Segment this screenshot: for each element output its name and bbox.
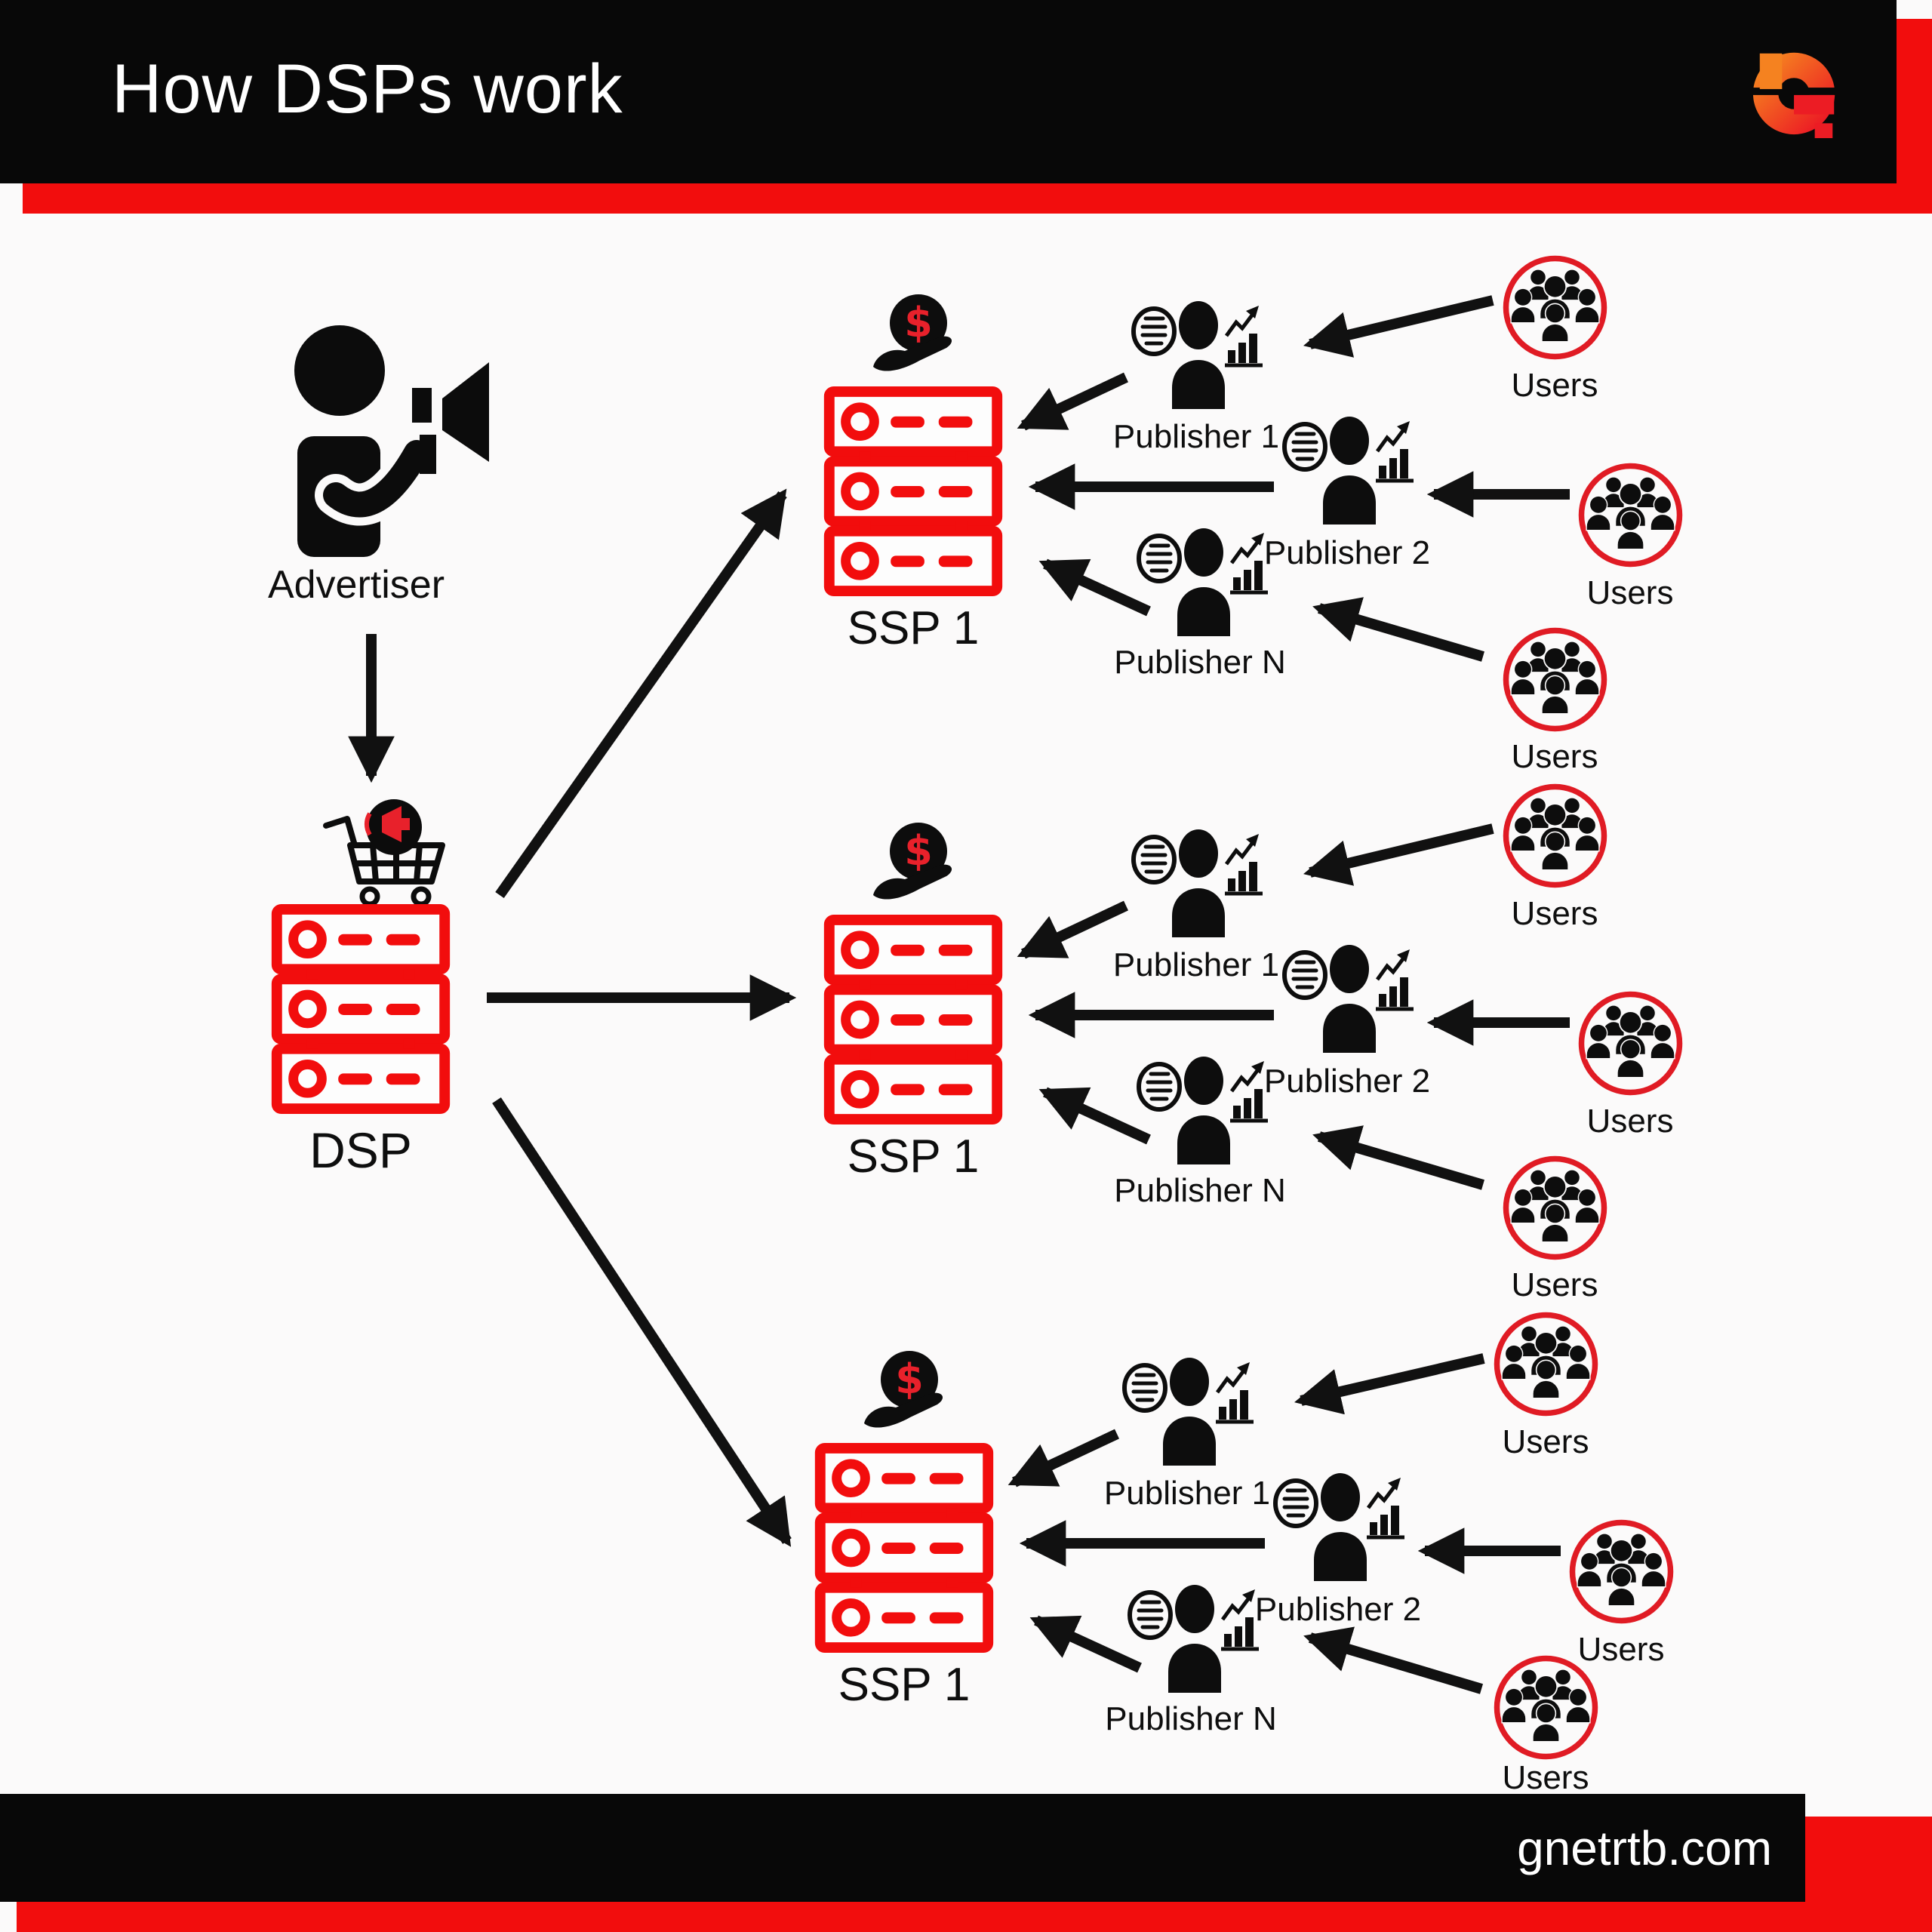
ssp-label: SSP 1 — [838, 1659, 971, 1711]
users-label: Users — [1511, 1266, 1598, 1303]
publisher-label: Publisher N — [1114, 644, 1286, 681]
money-hand-icon: $ — [873, 294, 952, 371]
arrow-dsp-to-ssp1 — [495, 488, 787, 899]
ssp-exchange-group: $ SSP 1 Publisher 1 Publisher 2 Publishe… — [800, 821, 1706, 1334]
money-hand-icon: $ — [864, 1351, 943, 1428]
users-label: Users — [1511, 738, 1598, 775]
publisher-icon — [1281, 411, 1414, 532]
users-label: Users — [1586, 1103, 1674, 1140]
dollar-sign: $ — [904, 827, 933, 875]
header-bar — [0, 0, 1897, 183]
users-label: Users — [1511, 367, 1598, 404]
dollar-sign: $ — [895, 1355, 924, 1403]
publisher-icon — [1281, 940, 1414, 1060]
publisher-icon — [1121, 1352, 1254, 1473]
publisher-icon — [1127, 1580, 1259, 1700]
users-icon — [1576, 989, 1685, 1098]
publisher-icon — [1136, 1051, 1268, 1172]
publisher-icon — [1131, 296, 1263, 417]
publisher-icon — [1131, 824, 1263, 945]
users-icon — [1500, 1153, 1610, 1263]
advertiser-label: Advertiser — [267, 563, 445, 607]
footer-domain: gnetrtb.com — [1517, 1821, 1772, 1875]
publisher-label: Publisher 2 — [1263, 1063, 1431, 1100]
publisher-label: Publisher 2 — [1263, 534, 1431, 571]
ssp-exchange-group: $ SSP 1 Publisher 1 Publisher 2 Publishe… — [800, 293, 1706, 806]
cart-megaphone-icon — [315, 797, 455, 910]
publisher-label: Publisher 2 — [1254, 1591, 1422, 1628]
ssp-server-icon — [814, 1443, 995, 1653]
dollar-sign: $ — [904, 299, 933, 346]
publisher-icon — [1136, 523, 1268, 644]
publisher-label: Publisher 1 — [1112, 946, 1280, 983]
dsp-label: DSP — [309, 1122, 412, 1178]
users-label: Users — [1586, 574, 1674, 611]
publisher-label: Publisher 1 — [1112, 418, 1280, 455]
header-red-stripe — [23, 183, 1932, 214]
users-icon — [1491, 1309, 1601, 1419]
advertiser-icon — [264, 315, 491, 565]
users-label: Users — [1511, 895, 1598, 932]
users-label: Users — [1577, 1631, 1665, 1668]
ssp-exchange-group: $ SSP 1 Publisher 1 Publisher 2 Publishe… — [791, 1349, 1697, 1863]
ssp-server-icon — [823, 915, 1004, 1124]
ssp-label: SSP 1 — [847, 602, 980, 654]
publisher-label: Publisher 1 — [1103, 1475, 1271, 1512]
ssp-server-icon — [823, 386, 1004, 596]
header-red-band — [1897, 19, 1932, 214]
money-hand-icon: $ — [873, 823, 952, 900]
users-label: Users — [1502, 1759, 1589, 1796]
users-label: Users — [1502, 1423, 1589, 1460]
publisher-icon — [1272, 1468, 1404, 1589]
footer-bar — [0, 1794, 1805, 1902]
ssp-label: SSP 1 — [847, 1131, 980, 1183]
users-icon — [1500, 253, 1610, 362]
users-icon — [1500, 781, 1610, 891]
users-icon — [1491, 1653, 1601, 1762]
footer-red-stripe — [17, 1902, 1932, 1932]
brand-logo-icon — [1749, 35, 1846, 148]
dsp-server-icon — [270, 904, 451, 1114]
users-icon — [1500, 625, 1610, 734]
publisher-label: Publisher N — [1105, 1700, 1277, 1737]
users-icon — [1576, 460, 1685, 570]
page-title: How DSPs work — [112, 51, 623, 128]
publisher-label: Publisher N — [1114, 1172, 1286, 1209]
arrow-dsp-to-ssp3 — [492, 1097, 792, 1547]
users-icon — [1567, 1517, 1676, 1626]
